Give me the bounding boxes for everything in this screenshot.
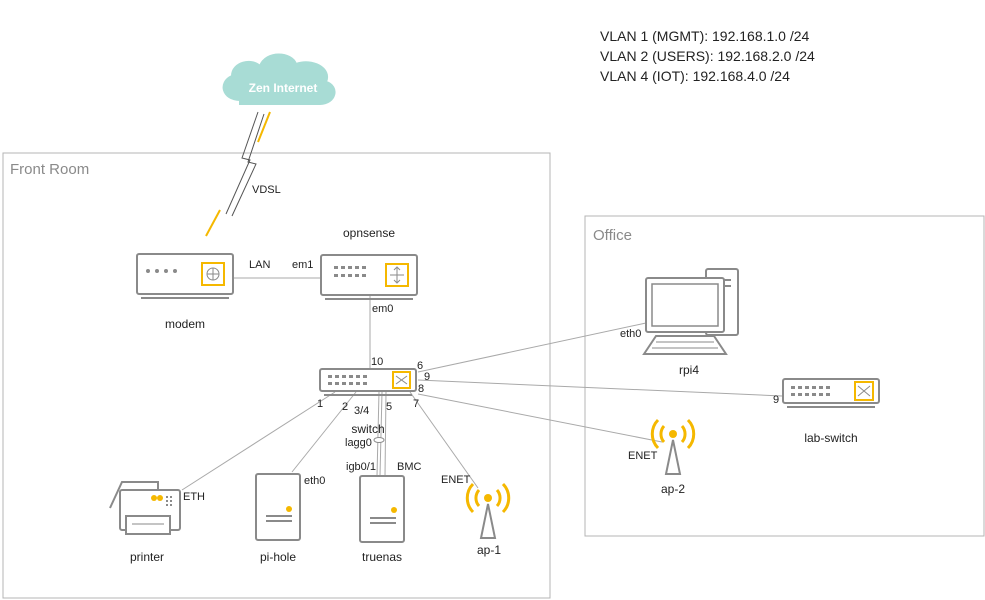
cloud-label: Zen Internet	[249, 81, 318, 95]
link-switch-truenas-2	[379, 391, 383, 477]
port-lagg0: lagg0	[345, 437, 372, 449]
port-igb0-1: igb0/1	[346, 461, 376, 473]
printer-label: printer	[130, 550, 164, 564]
ap1-icon	[465, 482, 511, 539]
vdsl-lightning-icon	[205, 111, 271, 237]
pihole-label: pi-hole	[260, 550, 296, 564]
office-zone	[584, 215, 985, 537]
lagg-marker	[373, 437, 385, 443]
port-pihole-eth0: eth0	[304, 475, 325, 487]
port-em0: em0	[372, 303, 393, 315]
port-lan: LAN	[249, 259, 270, 271]
port-8: 8	[418, 383, 424, 395]
pihole-icon	[255, 473, 301, 541]
ap2-label: ap-2	[661, 482, 685, 496]
office-label: Office	[593, 227, 632, 244]
truenas-label: truenas	[362, 550, 402, 564]
link-switch-printer	[181, 391, 336, 491]
port-6: 6	[417, 360, 423, 372]
lab-switch-icon	[782, 378, 880, 408]
front-room-label: Front Room	[10, 161, 89, 178]
port-9: 9	[424, 371, 430, 383]
cloud-icon	[222, 53, 336, 105]
link-switch-truenas-bmc	[384, 391, 387, 477]
vlan-line-2: VLAN 2 (USERS): 192.168.2.0 /24	[600, 48, 815, 64]
lab-switch-label: lab-switch	[804, 431, 857, 445]
port-lab-9: 9	[773, 394, 779, 406]
vlan-line-3: VLAN 4 (IOT): 192.168.4.0 /24	[600, 68, 790, 84]
modem-label: modem	[165, 317, 205, 331]
vlan-line-1: VLAN 1 (MGMT): 192.168.1.0 /24	[600, 28, 810, 44]
internet-cloud: Zen Internet	[222, 53, 336, 105]
port-1: 1	[317, 398, 323, 410]
port-ap2-enet: ENET	[628, 450, 658, 462]
rpi4-label: rpi4	[679, 363, 699, 377]
port-2: 2	[342, 401, 348, 413]
front-room-zone	[2, 152, 551, 599]
truenas-icon	[359, 475, 405, 543]
link-switch-ap1	[409, 391, 479, 489]
port-ap1-enet: ENET	[441, 474, 471, 486]
switch-label: switch	[351, 422, 384, 436]
opnsense-label: opnsense	[343, 226, 395, 240]
rpi4-icon	[642, 268, 739, 355]
port-rpi4-eth0: eth0	[620, 328, 641, 340]
port-bmc: BMC	[397, 461, 422, 473]
ap1-label: ap-1	[477, 543, 501, 557]
links	[181, 277, 783, 491]
link-switch-rpi4	[417, 322, 647, 373]
switch-icon	[319, 368, 417, 396]
link-switch-pihole	[291, 391, 357, 473]
port-7: 7	[413, 398, 419, 410]
link-switch-truenas-1	[376, 391, 380, 477]
port-em1: em1	[292, 259, 313, 271]
opnsense-icon	[320, 254, 418, 300]
port-10: 10	[371, 356, 383, 368]
port-printer-eth: ETH	[183, 491, 205, 503]
port-3-4: 3/4	[354, 405, 369, 417]
ap2-icon	[650, 418, 696, 475]
port-5: 5	[386, 401, 392, 413]
printer-icon	[109, 481, 181, 535]
link-switch-lab-switch	[417, 379, 783, 397]
link-switch-ap2	[417, 393, 663, 443]
vdsl-label: VDSL	[252, 184, 281, 196]
modem-icon	[136, 253, 234, 299]
